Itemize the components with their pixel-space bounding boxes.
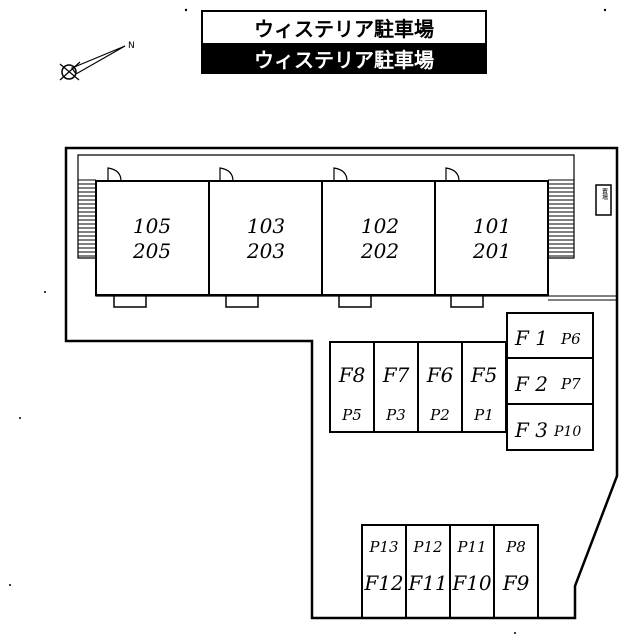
compass-icon: N <box>59 41 135 81</box>
parking-p-label: P7 <box>560 375 581 393</box>
parking-f-label: F 1 <box>514 326 548 350</box>
parking-p-label: P10 <box>553 424 581 440</box>
left-stairs <box>78 179 96 257</box>
parking-space: P12 F11 <box>405 524 451 619</box>
parking-f-label: F 3 <box>514 418 548 442</box>
parking-p-label: P11 <box>456 538 486 556</box>
storage-sign-text: 置場 <box>601 188 608 201</box>
parking-p-label: P13 <box>368 538 398 556</box>
title-box: ウィステリア駐車場 ウィステリア駐車場 <box>201 10 487 74</box>
parking-f-label: F9 <box>502 571 530 595</box>
parking-f-label: F8 <box>338 363 366 387</box>
parking-f-label: F6 <box>426 363 454 387</box>
parking-space: F6 P2 <box>417 341 463 433</box>
parking-space: F 2 P7 <box>506 357 594 405</box>
unit-upper-number: 105 <box>133 214 171 238</box>
parking-space: F8 P5 <box>329 341 375 433</box>
unit-103: 103 203 <box>208 167 323 308</box>
compass-north-label: N <box>128 41 135 51</box>
unit-101: 101 201 <box>434 167 549 308</box>
parking-f-label: F12 <box>363 571 403 595</box>
parking-space: F 3 P10 <box>506 403 594 451</box>
unit-lower-number: 203 <box>246 239 285 263</box>
title-line-2: ウィステリア駐車場 <box>203 43 485 74</box>
unit-lower-number: 201 <box>472 239 511 263</box>
storage-sign: 置場 <box>595 184 612 216</box>
unit-upper-number: 103 <box>247 214 285 238</box>
parking-space: P13 F12 <box>361 524 407 619</box>
parking-p-label: P2 <box>429 406 450 424</box>
parking-p-label: P3 <box>385 406 406 424</box>
parking-p-label: P1 <box>473 406 494 424</box>
parking-space: F7 P3 <box>373 341 419 433</box>
parking-space: P8 F9 <box>493 524 539 619</box>
unit-lower-number: 205 <box>132 239 171 263</box>
unit-105: 105 205 <box>95 167 210 308</box>
parking-p-label: P5 <box>341 406 362 424</box>
parking-f-label: F 2 <box>514 372 548 396</box>
scan-specks <box>9 8 607 634</box>
parking-space: F5 P1 <box>461 341 507 433</box>
unit-102: 102 202 <box>321 167 436 308</box>
parking-f-label: F5 <box>470 363 498 387</box>
right-stairs <box>548 179 574 257</box>
parking-space: P11 F10 <box>449 524 495 619</box>
parking-p-label: P12 <box>412 538 442 556</box>
unit-upper-number: 101 <box>473 214 511 238</box>
unit-upper-number: 102 <box>361 214 399 238</box>
parking-space: F 1 P6 <box>506 312 594 359</box>
parking-f-label: F11 <box>407 571 447 595</box>
unit-lower-number: 202 <box>360 239 399 263</box>
parking-p-label: P6 <box>560 330 581 348</box>
parking-f-label: F10 <box>451 571 492 595</box>
parking-f-label: F7 <box>382 363 410 387</box>
site-boundary <box>64 146 619 620</box>
title-line-1: ウィステリア駐車場 <box>203 12 485 42</box>
parking-p-label: P8 <box>505 538 526 556</box>
